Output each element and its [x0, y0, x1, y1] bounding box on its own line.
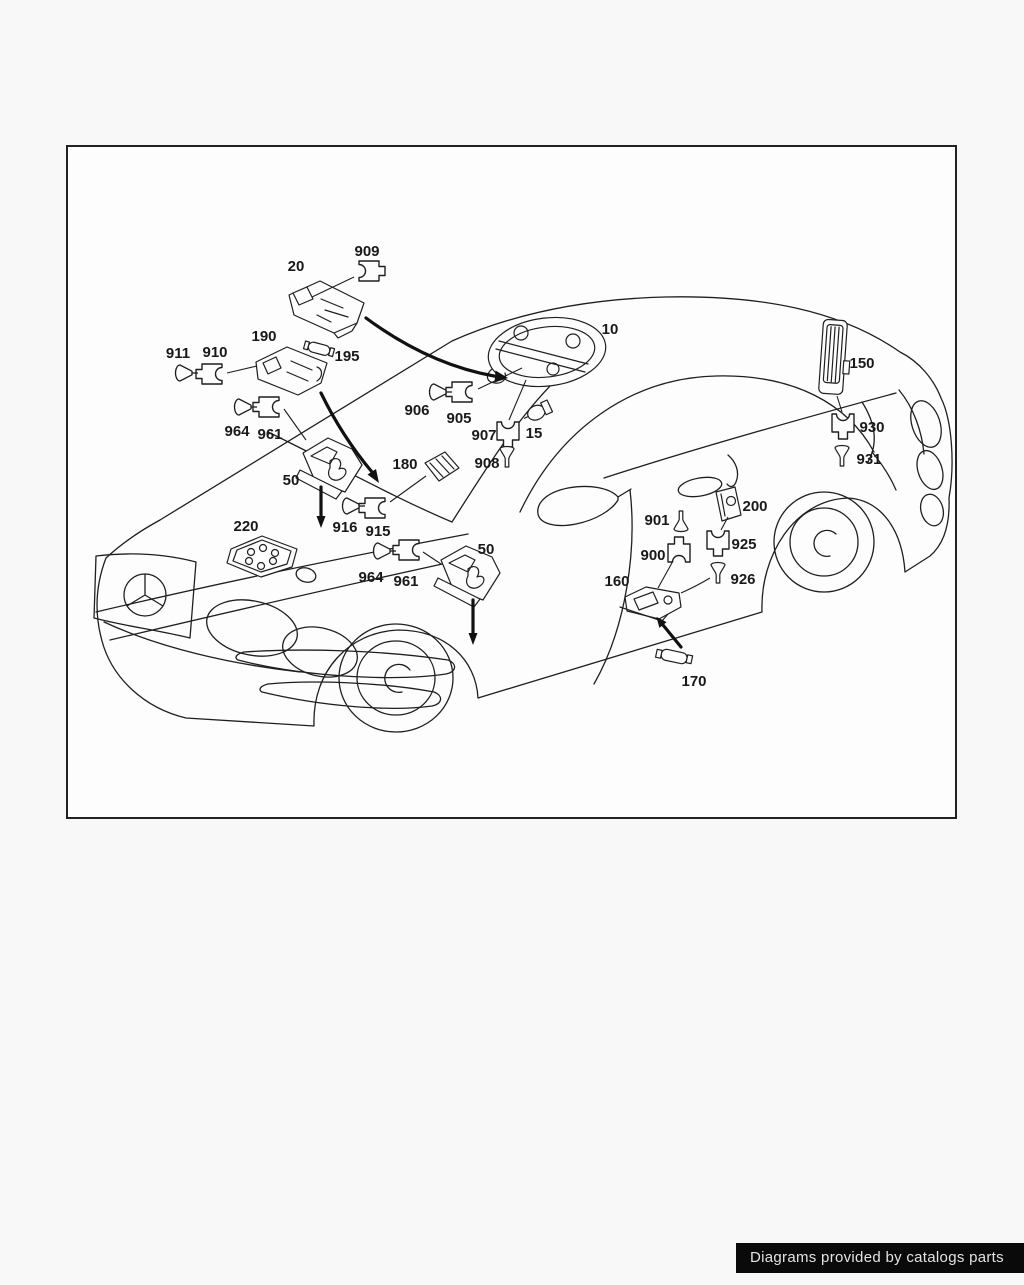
- car-line-art: [93, 296, 953, 733]
- part-180-lamp-grille: [424, 451, 460, 482]
- part-50-front-lamp-housing: [295, 437, 363, 500]
- callout-label-50-front: 50: [283, 472, 300, 489]
- callout-label-926: 926: [730, 571, 755, 588]
- car-headlamps: [206, 599, 358, 678]
- car-silhouette: [96, 296, 953, 727]
- part-170-festoon-bulb: [654, 648, 694, 665]
- callout-label-925: 925: [731, 536, 756, 553]
- flow-arrows: [316, 316, 683, 649]
- callout-label-907: 907: [471, 427, 496, 444]
- callout-label-930: 930: [859, 419, 884, 436]
- callout-label-964-front: 964: [224, 423, 250, 440]
- part-150-lamp-lens: [818, 318, 851, 395]
- leader-lines: [226, 276, 843, 594]
- callout-label-20-front: 20: [288, 258, 305, 275]
- callout-label-10: 10: [602, 321, 619, 338]
- car-door-handle: [677, 454, 739, 498]
- callout-label-916: 916: [332, 519, 357, 536]
- car-side-mirror: [537, 485, 632, 527]
- callout-label-15: 15: [526, 425, 543, 442]
- part-10-overhead-control-unit: [486, 316, 607, 388]
- car-beltline: [603, 392, 897, 479]
- callout-label-915: 915: [365, 523, 390, 540]
- part-220-switch-panel: [226, 535, 298, 578]
- callout-label-160: 160: [604, 573, 629, 590]
- callout-label-908: 908: [474, 455, 499, 472]
- callout-label-50-rear: 50: [478, 541, 495, 558]
- callout-label-910: 910: [202, 344, 227, 361]
- part-200-bracket: [715, 486, 742, 522]
- part-195-festoon-bulb: [302, 340, 336, 358]
- callout-label-150: 150: [849, 355, 874, 372]
- callout-label-911: 911: [166, 345, 190, 362]
- attribution-bar: Diagrams provided by catalogs parts: [736, 1243, 1024, 1273]
- mercedes-star: [123, 573, 167, 617]
- car-front-bumper: [103, 621, 456, 709]
- callout-label-931: 931: [856, 451, 881, 468]
- car-grille: [93, 553, 197, 639]
- callout-label-961-front: 961: [257, 426, 282, 443]
- callout-label-909: 909: [354, 243, 379, 260]
- callout-label-906: 906: [404, 402, 429, 419]
- attribution-text: Diagrams provided by catalogs parts: [750, 1249, 1004, 1266]
- callout-label-905: 905: [446, 410, 471, 427]
- callout-label-220: 220: [233, 518, 258, 535]
- part-15-bulb: [523, 399, 554, 421]
- diagram-frame: [66, 145, 957, 819]
- rear-wheel: [773, 491, 875, 593]
- part-20-overhead-lamp-unit: [288, 280, 365, 339]
- callout-label-964-rear: 964: [358, 569, 384, 586]
- callout-label-901: 901: [644, 512, 669, 529]
- part-160-lamp-housing: [619, 586, 682, 622]
- front-wheel: [338, 623, 454, 733]
- car-rear-window-edge: [861, 401, 875, 463]
- car-door-line: [593, 489, 633, 685]
- callout-label-170: 170: [681, 673, 706, 690]
- callout-label-200: 200: [742, 498, 767, 515]
- callout-label-180: 180: [392, 456, 417, 473]
- car-hood-crease-2: [109, 557, 471, 641]
- part-190-interior-lamp-unit: [255, 346, 328, 396]
- callout-labels: 20 909 10 190 195 911 910 906 905 964 96…: [166, 243, 885, 690]
- callout-label-900: 900: [640, 547, 665, 564]
- car-cowl-line: [267, 431, 453, 523]
- callout-label-195: 195: [334, 348, 359, 365]
- car-taillights: [871, 389, 945, 527]
- callout-label-961-rear: 961: [393, 573, 418, 590]
- car-hood-washer: [295, 567, 317, 583]
- callout-label-190: 190: [251, 328, 276, 345]
